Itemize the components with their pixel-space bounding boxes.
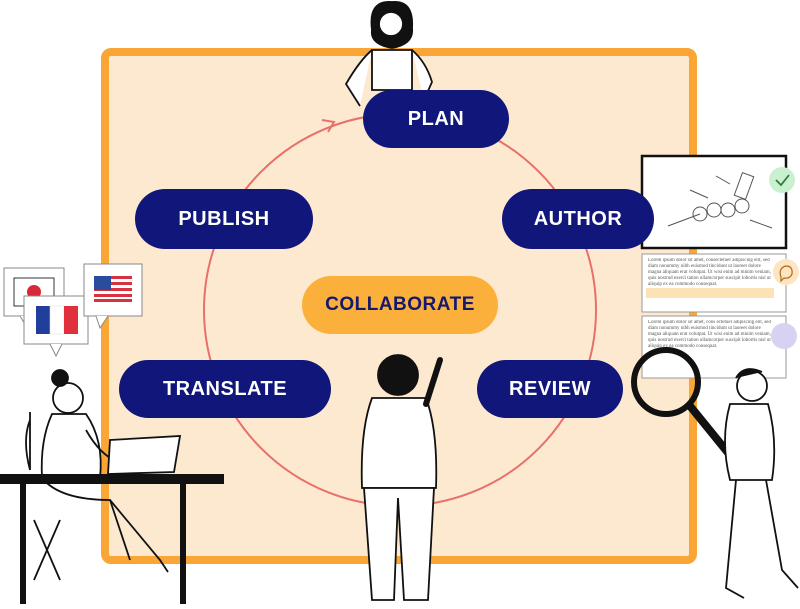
stage-translate: TRANSLATE: [119, 360, 331, 418]
stage-author: AUTHOR: [502, 189, 654, 249]
reviewer-person-icon: [631, 347, 799, 599]
doc-text-2: Lorem ipsum dolor sit amet, cons ectetue…: [648, 320, 771, 349]
laptop-icon: [107, 435, 182, 475]
translator-person-icon: [25, 369, 169, 581]
desk-icon: [0, 474, 224, 604]
cycle-arrow-icon: [321, 119, 336, 133]
collaborator-person-icon: [360, 354, 443, 601]
text-doc-card-1: [641, 253, 799, 313]
diagram-doc-card: [640, 154, 795, 250]
usa-flag-icon: [83, 263, 143, 330]
france-flag-icon: [23, 295, 89, 358]
stage-publish: PUBLISH: [135, 189, 313, 249]
center-collaborate: COLLABORATE: [302, 276, 498, 334]
stage-plan: PLAN: [363, 90, 509, 148]
stage-review: REVIEW: [477, 360, 623, 418]
doc-text-1: Lorem ipsum dolor sit amet, consectetuer…: [648, 258, 771, 287]
